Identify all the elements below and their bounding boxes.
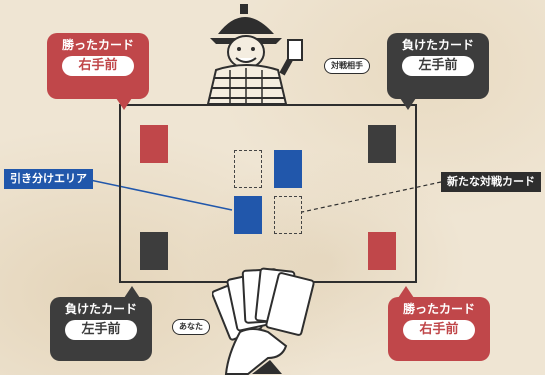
- callout-tail: [398, 286, 414, 298]
- callout-opponent-win: 勝ったカード 右手前: [47, 33, 149, 99]
- callout-tail: [124, 286, 140, 298]
- opponent-new-card-slot: [234, 150, 262, 188]
- callout-title: 勝ったカード: [402, 302, 475, 316]
- callout-player-lose: 負けたカード 左手前: [50, 297, 152, 361]
- callout-title: 負けたカード: [401, 38, 474, 52]
- opponent-samurai-illustration: [206, 4, 303, 104]
- opponent-won-card: [140, 125, 168, 163]
- draw-area-connector: [89, 179, 233, 211]
- callout-title: 負けたカード: [64, 302, 137, 316]
- new-battle-card-label: 新たな対戦カード: [441, 172, 541, 192]
- player-new-card-slot: [274, 196, 302, 234]
- callout-side: 右手前: [62, 56, 134, 76]
- callout-tail: [400, 98, 416, 110]
- draw-area-label: 引き分けエリア: [4, 169, 93, 189]
- player-tag: あなた: [172, 319, 210, 335]
- opponent-tag: 対戦相手: [324, 58, 370, 74]
- callout-tail: [116, 98, 132, 110]
- new-card-connector: [301, 181, 442, 213]
- callout-title: 勝ったカード: [61, 38, 134, 52]
- opponent-lost-card: [368, 125, 396, 163]
- callout-player-win: 勝ったカード 右手前: [388, 297, 490, 361]
- callout-side: 左手前: [65, 320, 137, 340]
- player-lost-card: [140, 232, 168, 270]
- player-draw-card: [234, 196, 262, 234]
- player-hand-illustration: [212, 267, 315, 375]
- opponent-draw-card: [274, 150, 302, 188]
- callout-side: 左手前: [402, 56, 474, 76]
- player-won-card: [368, 232, 396, 270]
- callout-opponent-lose: 負けたカード 左手前: [387, 33, 489, 99]
- callout-side: 右手前: [403, 320, 475, 340]
- play-board: [119, 104, 417, 283]
